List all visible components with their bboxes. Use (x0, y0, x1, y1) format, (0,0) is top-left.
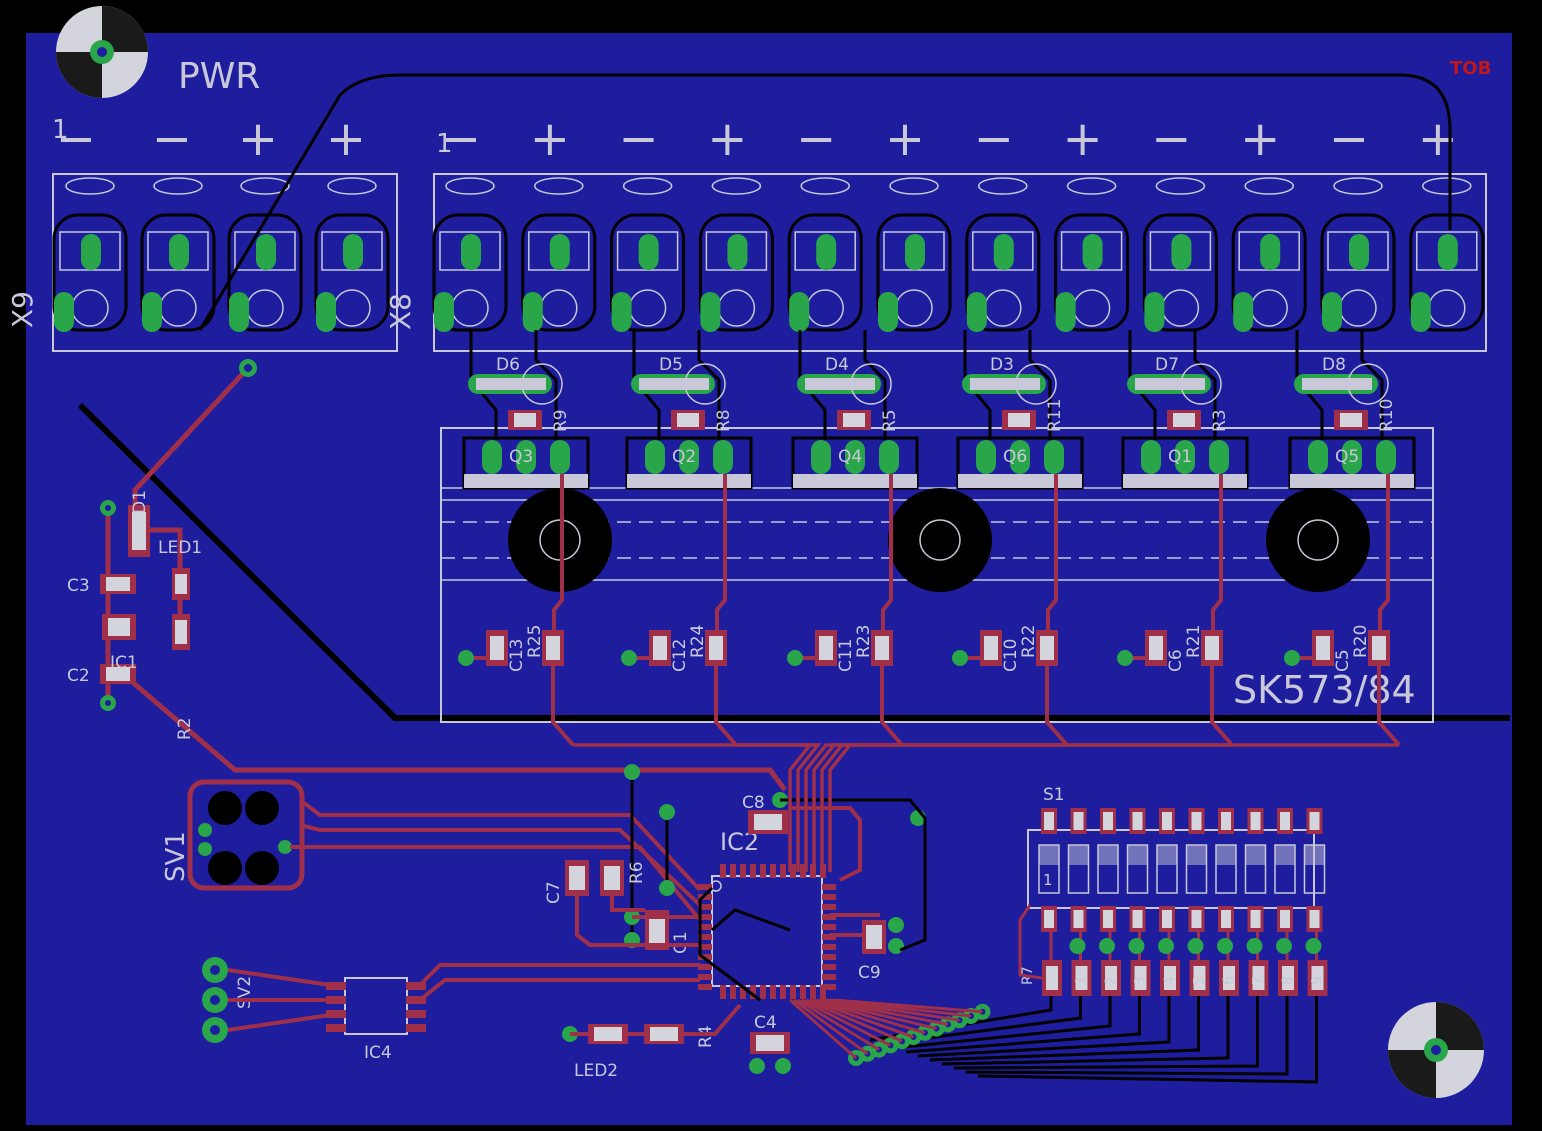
led2-label: LED2 (574, 1061, 618, 1081)
terminal-symbol: − (1151, 111, 1191, 167)
c4-label: C4 (754, 1013, 777, 1033)
res-label: R20 (1351, 625, 1371, 658)
diode-label: D8 (1322, 355, 1346, 375)
diode-label: D7 (1155, 355, 1179, 375)
mounting-hole-top-left (56, 6, 148, 98)
led1-label: LED1 (158, 538, 202, 558)
terminal-symbol: − (1329, 111, 1369, 167)
terminal-symbol: + (707, 111, 747, 167)
pwr-terminal-symbol: − (152, 111, 192, 167)
pwr-terminal-symbol: + (326, 111, 366, 167)
gate-resistor-label: R11 (1045, 399, 1065, 432)
switch-resistor-label: 9 (1310, 976, 1326, 985)
terminal-symbol: − (974, 111, 1014, 167)
transistor-label: Q5 (1335, 447, 1359, 467)
d1-label: D1 (130, 490, 150, 514)
r6-label: R6 (627, 861, 647, 884)
switch-resistor-label: 4 (1162, 976, 1178, 985)
res-label: R22 (1019, 625, 1039, 658)
gate-resistor-label: R3 (1210, 409, 1230, 432)
mounting-hole-bottom-right (1388, 1002, 1484, 1098)
ic4-chip (326, 977, 426, 1035)
pwr-label: PWR (178, 56, 260, 97)
diode-label: D6 (496, 355, 520, 375)
terminal-symbol: + (1240, 111, 1280, 167)
x9-label: X9 (6, 291, 39, 328)
c2-label: C2 (67, 666, 90, 686)
ic2-fanout-traces (573, 743, 1399, 872)
terminal-symbol: + (885, 111, 925, 167)
trace-d1 (132, 366, 250, 510)
gate-resistor-label: R5 (880, 409, 900, 432)
c1-label: C1 (671, 931, 691, 954)
left-parts (100, 359, 257, 711)
s1-pin-one: 1 (1043, 871, 1053, 889)
c9-label: C9 (858, 963, 881, 983)
r4-label: R4 (696, 1025, 716, 1048)
res-label: R21 (1184, 625, 1204, 658)
r2-label: R2 (175, 717, 195, 740)
terminal-pads (52, 177, 1485, 332)
x8-pin-one: 1 (436, 129, 453, 159)
gate-resistor-label: R8 (714, 409, 734, 432)
ic2-chip (698, 864, 836, 999)
gate-resistor-label: R10 (1377, 399, 1397, 432)
terminal-symbol: + (1418, 111, 1458, 167)
heatsink-label: SK573/84 (1233, 668, 1416, 712)
board-split-line (77, 402, 1510, 721)
s1-label: S1 (1043, 785, 1065, 805)
diode-label: D3 (990, 355, 1014, 375)
transistor-label: Q2 (672, 447, 696, 467)
cap-label: C12 (670, 638, 690, 672)
transistor-label: Q6 (1003, 447, 1027, 467)
gate-resistor-label: R9 (551, 409, 571, 432)
terminal-symbol: + (1062, 111, 1102, 167)
bottom-trace-power (198, 73, 1452, 331)
switch-resistor-label: 2 (1103, 976, 1119, 985)
top-marker: TOB (1450, 58, 1491, 79)
switch-resistor-label: 6 (1221, 976, 1237, 985)
c8-label: C8 (742, 793, 765, 813)
cap-label: C6 (1166, 649, 1186, 672)
sv2-label: SV2 (235, 976, 255, 1009)
x9-pin-one: 1 (52, 115, 69, 145)
sv1-header (187, 779, 305, 891)
terminal-symbol: + (530, 111, 570, 167)
ic1-label: IC1 (110, 653, 138, 673)
ic4-label: IC4 (364, 1043, 392, 1063)
switch-resistor-label: 3 (1133, 976, 1149, 985)
cap-label: C10 (1001, 638, 1021, 672)
heatsink-outline (440, 427, 1434, 723)
pwr-terminal-symbol: + (238, 111, 278, 167)
diode-label: D4 (825, 355, 849, 375)
switch-resistor-label: 7 (1251, 976, 1267, 985)
pwr-terminal-symbol: − (56, 111, 96, 167)
res-label: R23 (854, 625, 874, 658)
sv2-header (202, 957, 228, 1043)
transistor-label: Q1 (1168, 447, 1192, 467)
cap-label: C13 (507, 638, 527, 672)
bottom-pin-row (789, 998, 991, 1066)
switch-resistor-label: 1 (1074, 976, 1090, 985)
switch-resistor-label: 8 (1280, 976, 1296, 985)
sv1-label: SV1 (161, 831, 191, 882)
cap-label: C11 (836, 638, 856, 672)
c7-label: C7 (544, 881, 564, 904)
res-label: R25 (525, 625, 545, 658)
pwr-terminal-symbols: −−++ (56, 111, 366, 167)
cap-label: C5 (1333, 649, 1353, 672)
transistor-label: Q3 (509, 447, 533, 467)
dip-switch-s1 (1027, 808, 1326, 932)
res-label: R24 (688, 625, 708, 658)
transistor-label: Q4 (838, 447, 862, 467)
c3-label: C3 (67, 576, 90, 596)
switch-resistor-label: 5 (1192, 976, 1208, 985)
terminal-symbol: − (618, 111, 658, 167)
diode-label: D5 (659, 355, 683, 375)
terminal-symbol: − (441, 111, 481, 167)
terminal-symbol: − (796, 111, 836, 167)
